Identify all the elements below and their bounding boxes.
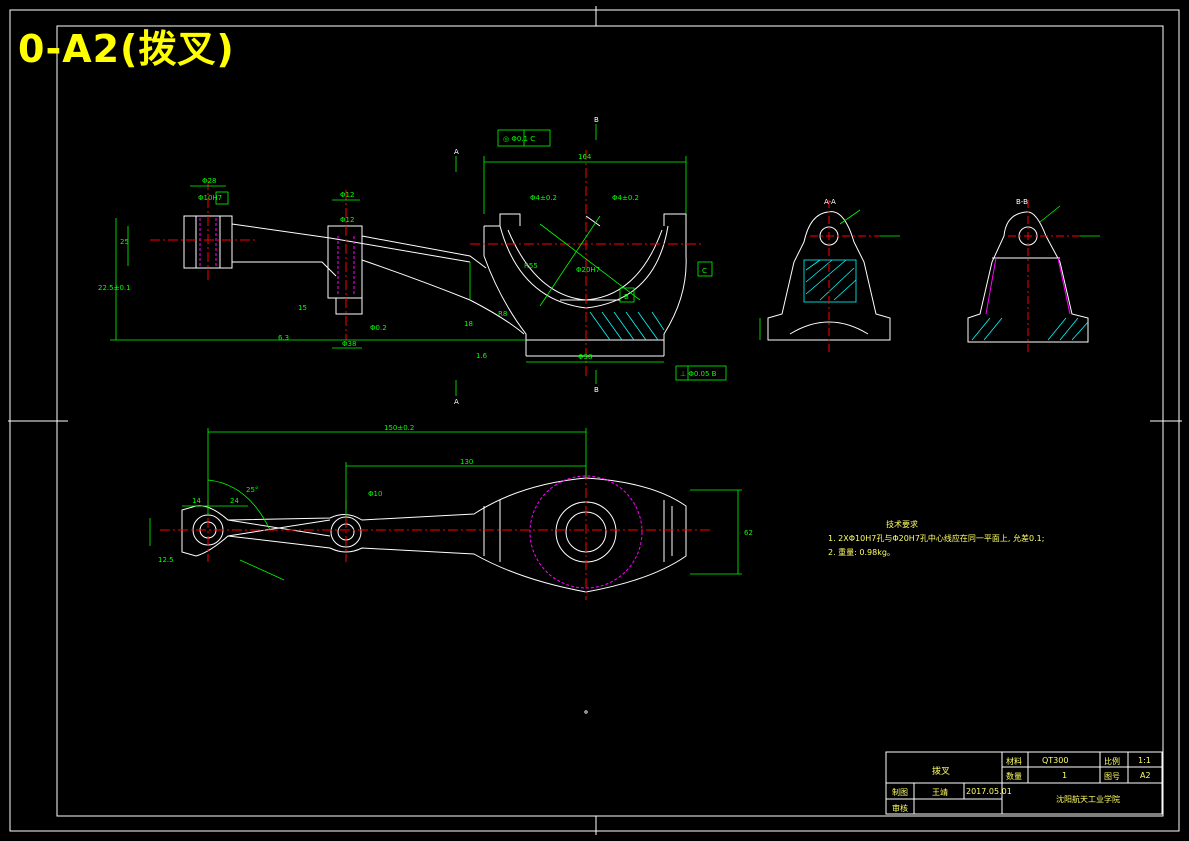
dim-front-d18: 1.6 xyxy=(476,352,488,360)
dim-front-d10: Φ20H7 xyxy=(576,266,600,274)
view-bb-label: B-B xyxy=(1016,198,1028,206)
dim-front-d4: Φ10H7 xyxy=(198,194,222,202)
fcf-bottom: ⊥ Φ0.05 B xyxy=(680,370,717,378)
dim-front-d11: Φ4±0.2 xyxy=(530,194,557,202)
section-a-top: A xyxy=(454,148,459,156)
tb-date: 2017.05.01 xyxy=(966,787,1012,796)
tb-material-value: QT300 xyxy=(1042,756,1069,765)
tb-qty-value: 1 xyxy=(1062,771,1068,780)
section-markers: B B A A xyxy=(454,116,599,406)
tb-qty-label: 数量 xyxy=(1006,772,1022,781)
dim-front-d12: Φ4±0.2 xyxy=(612,194,639,202)
dim-plan-length2: 130 xyxy=(460,458,473,466)
dim-front-d17: Φ0.2 xyxy=(370,324,387,332)
notes-line-2: 2. 重量: 0.98kg。 xyxy=(828,548,895,557)
section-bb-view: B-B xyxy=(967,198,1100,352)
dim-plan-24: 24 xyxy=(230,497,239,505)
dim-front-d7: 22.5±0.1 xyxy=(98,284,131,292)
dim-front-d14: R8 xyxy=(498,310,507,318)
dim-front-d3: Φ12 xyxy=(340,191,354,199)
front-dimension-lines xyxy=(110,124,727,396)
section-b-bottom: B xyxy=(594,386,599,394)
front-view: 164 Φ28 Φ12 Φ10H7 Φ12 25 22.5±0.1 Φ38 Φ3… xyxy=(98,116,727,406)
dim-plan-phi10: Φ10 xyxy=(368,490,382,498)
outer-border xyxy=(9,9,1180,832)
dim-front-d15: 15 xyxy=(298,304,307,312)
datum-b-label: B xyxy=(624,293,629,301)
datum-c-label: C xyxy=(702,267,707,275)
tb-school: 沈阳航天工业学院 xyxy=(1056,795,1120,804)
view-aa-label: A-A xyxy=(824,198,836,206)
dim-plan-angle: 25° xyxy=(246,486,258,494)
dim-plan-62: 62 xyxy=(744,529,753,537)
notes-line-1: 1. 2XΦ10H7孔与Φ20H7孔中心线应在同一平面上, 允差0.1; xyxy=(828,534,1045,543)
dim-front-d13: R55 xyxy=(524,262,538,270)
dim-front-d19: 6.3 xyxy=(278,334,289,342)
dim-front-d6: 25 xyxy=(120,238,129,246)
dim-plan-length1: 150±0.2 xyxy=(384,424,414,432)
dim-front-d5: Φ12 xyxy=(340,216,354,224)
centering-marks xyxy=(8,6,1182,835)
dim-front-d2: Φ28 xyxy=(202,177,216,185)
front-view-outline xyxy=(183,213,687,357)
dim-front-d9: Φ38 xyxy=(342,340,356,348)
plan-view: 150±0.2 130 25° 14 24 Φ10 62 12.5 xyxy=(149,424,753,600)
tb-scale-value: 1:1 xyxy=(1138,756,1151,765)
drawing-overlay-title: 0-A2(拨叉) xyxy=(18,27,235,71)
title-block xyxy=(885,751,1163,815)
tb-drawn-by: 王靖 xyxy=(932,788,948,797)
tb-drawing-no-value: A2 xyxy=(1140,771,1151,780)
tb-drawn-label: 制图 xyxy=(892,788,908,797)
front-dimension-text: 164 Φ28 Φ12 Φ10H7 Φ12 25 22.5±0.1 Φ38 Φ3… xyxy=(98,135,717,378)
tb-part-name: 拨叉 xyxy=(932,767,951,777)
notes-heading: 技术要求 xyxy=(886,520,918,529)
tb-material-label: 材料 xyxy=(1006,757,1022,766)
fcf-top: ◎ Φ0.1 C xyxy=(503,135,535,143)
section-aa-view: A-A xyxy=(759,198,900,352)
technical-notes: 技术要求 1. 2XΦ10H7孔与Φ20H7孔中心线应在同一平面上, 允差0.1… xyxy=(828,518,1044,560)
dim-plan-14: 14 xyxy=(192,497,201,505)
inner-border xyxy=(56,25,1164,817)
front-hatch xyxy=(589,311,665,341)
tb-scale-label: 比例 xyxy=(1104,757,1120,766)
front-centerlines xyxy=(150,150,704,376)
tb-check-label: 审核 xyxy=(892,804,908,813)
dim-front-d1: 164 xyxy=(578,153,592,161)
tb-drawing-no-label: 图号 xyxy=(1104,772,1120,781)
sheet-center-mark xyxy=(584,710,588,714)
dim-plan-12: 12.5 xyxy=(158,556,174,564)
dim-front-d8: Φ38 xyxy=(578,353,592,361)
section-b-top: B xyxy=(594,116,599,124)
dim-front-d16: 18 xyxy=(464,320,473,328)
section-a-bottom: A xyxy=(454,398,459,406)
front-hidden-holes xyxy=(199,218,355,296)
